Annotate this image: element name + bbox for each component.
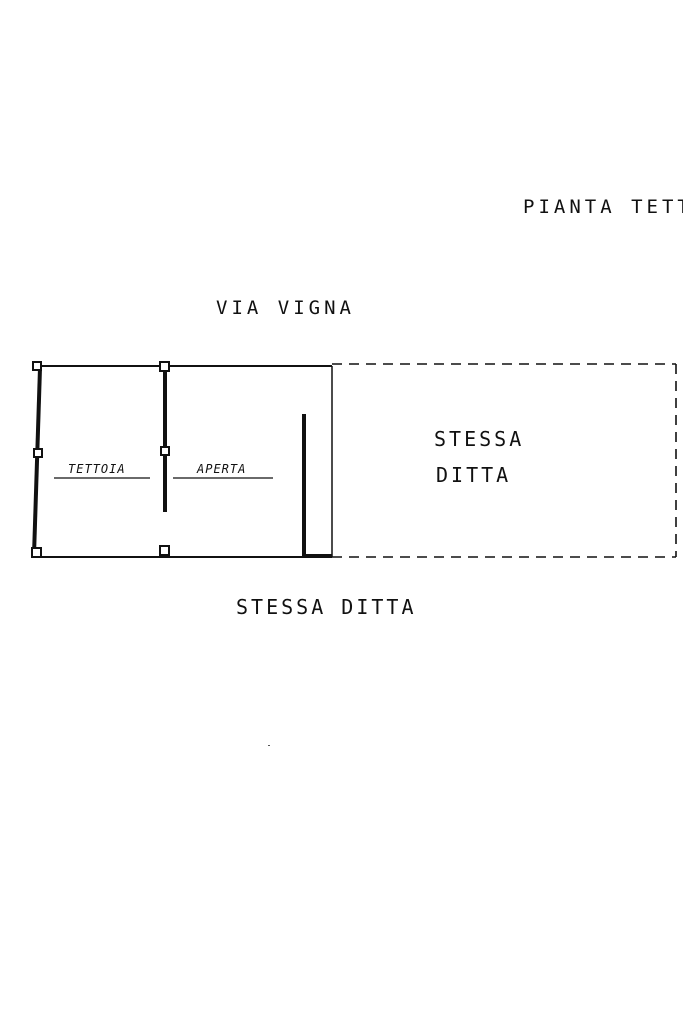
column-bottom-mid [159,545,170,556]
stray-mark [268,745,270,746]
shelter-label-right: APERTA [196,462,246,476]
columns [31,361,170,558]
column-center [160,446,170,456]
shelter-outline [32,365,333,558]
drawing-title: PIANTA TETT [523,196,683,218]
adjacent-property-outline [332,363,677,558]
street-label: VIA VIGNA [216,297,355,319]
column-mid-left [33,448,43,458]
adjacent-label-line2: DITTA [436,463,511,487]
left-wall [32,367,42,556]
column-bottom-left [31,547,42,558]
adjacent-label-line1: STESSA [434,427,524,451]
bottom-neighbour-label: STESSA DITTA [236,595,417,619]
shelter-label-left: TETTOIA [68,462,126,476]
column-top-left [32,361,42,371]
column-top-mid [159,361,170,372]
